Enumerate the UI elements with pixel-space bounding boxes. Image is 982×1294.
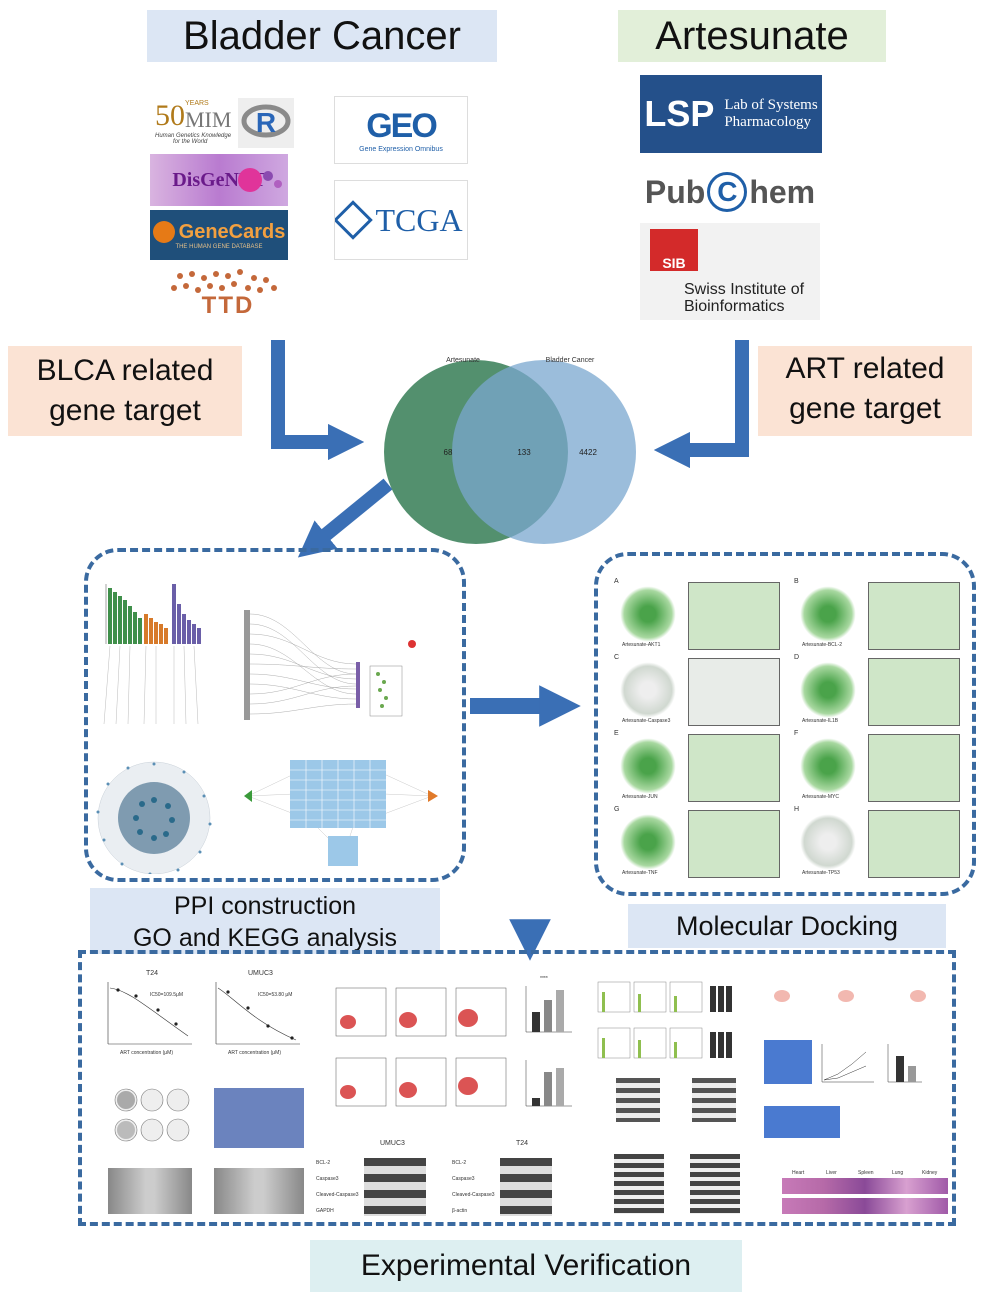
docking-zoom-c [688,658,780,726]
docking-cell-g: G Artesunate-TNF [612,806,782,880]
experiment-panel [78,950,956,1226]
cell-cycle-histograms [597,981,732,1059]
pathway-westerns [590,1148,750,1216]
protein-ribbon-a [620,586,676,642]
docking-cell-f: F Artesunate-MYC [792,730,962,804]
colony-dishes [114,1088,190,1142]
western-t24: T24 BCL-2 Caspase3 Cleaved-Caspase3 β-ac… [450,1140,580,1218]
ppi-network [96,761,212,874]
docking-zoom-d [868,658,960,726]
mice-photo [764,1040,812,1084]
wb-bands-umuc3 [364,1158,426,1216]
venn-right-label: Bladder Cancer [546,357,595,364]
western-umuc3: UMUC3 BCL-2 Caspase3 Cleaved-Caspase3 GA… [314,1140,454,1218]
docking-cell-h: H Artesunate-TP53 [792,806,962,880]
mouse-timeline [770,982,940,1012]
art-target-label: ART related gene target [758,346,972,436]
disgenet-logo: DisGeNET [150,154,288,206]
blca-target-label: BLCA related gene target [8,346,242,436]
protein-ribbon-d [800,662,856,718]
geo-logo: GEO Gene Expression Omnibus [334,96,468,164]
venn-diagram: Artesunate Bladder Cancer 68 133 4422 [384,357,636,544]
docking-cell-e: E Artesunate-JUN [612,730,782,804]
protein-ribbon-c [620,662,676,718]
flow-cytometry [330,980,510,1112]
venn-bladder-circle [452,360,636,544]
tumor-photo [764,1106,840,1138]
ttd-dots-icon [171,269,277,293]
venn-right-count: 4422 [579,448,597,457]
molecular-docking-label: Molecular Docking [628,904,946,948]
go-bar-chart [103,584,201,725]
disgenet-dots-icon [238,168,282,192]
wb-bands-t24 [500,1158,552,1216]
protein-ribbon-e [620,738,676,794]
docking-zoom-h [868,810,960,878]
r-ellipse-icon [241,104,291,138]
lsp-logo: LSP Lab of Systems Pharmacology [640,75,822,153]
venn-overlap-count: 133 [517,448,531,457]
docking-zoom-g [688,810,780,878]
apoptosis-bar-chart [525,986,572,1107]
right-elbow-arrow [653,340,749,469]
omim-logo: 50 YEARS MIM Human Genetics Knowledge fo… [155,99,232,145]
viability-plots [107,982,300,1045]
colony-assay [96,1084,192,1148]
pubchem-logo: Pub C hem [640,168,820,216]
genecards-icon [152,221,175,243]
ttd-logo: TTD [160,266,296,320]
cycle-westerns [594,1074,744,1124]
venn-left-count: 68 [444,448,453,457]
bladder-cancer-title: Bladder Cancer [147,10,497,62]
venn-left-label: Artesunate [446,357,480,364]
drug-target-network [244,760,438,866]
docking-zoom-f [868,734,960,802]
docking-cell-a: A Artesunate-AKT1 [612,578,782,652]
artesunate-title: Artesunate [618,10,886,62]
docking-zoom-b [868,582,960,650]
protein-ribbon-f [800,738,856,794]
left-elbow-arrow [271,340,365,461]
protein-ribbon-b [800,586,856,642]
protein-ribbon-g [620,814,676,870]
in-vivo-panel: Heart Liver Spleen Lung Kidney [760,974,950,1218]
cell-cycle-panel [588,974,748,1066]
protein-ribbon-h [800,814,856,870]
docking-grid: A Artesunate-AKT1 B Artesunate-BCL-2 C A… [612,578,960,878]
tumor-growth-curve [821,1044,922,1083]
tcga-logo: TCGA [334,180,468,260]
molecular-docking-panel [594,552,976,896]
he-staining: Heart Liver Spleen Lung Kidney [782,1170,948,1216]
transwell-assay [214,1088,304,1148]
docking-zoom-a [688,582,780,650]
wound-assay-umuc3 [108,1168,192,1214]
docking-cell-c: C Artesunate-Caspase3 [612,654,782,728]
ppi-figures [96,584,438,874]
r-logo: R [238,98,294,148]
viability-curves: T24 UMUC3 IC50=109.5μM IC50=53.80 μM ART… [88,970,306,1062]
kegg-sankey [244,610,416,720]
experimental-verification-label: Experimental Verification [310,1240,742,1292]
flow-plots [335,987,507,1107]
docking-cell-b: B Artesunate-BCL-2 [792,578,962,652]
apoptosis-bars: **** [514,976,574,1116]
sib-logo: SIB Swiss Institute of Bioinformatics [640,223,820,320]
genecards-logo: GeneCards THE HUMAN GENE DATABASE [150,210,288,260]
docking-cell-d: D Artesunate-IL1B [792,654,962,728]
docking-zoom-e [688,734,780,802]
diagonal-arrow [297,478,393,558]
ppi-analysis-label: PPI construction GO and KEGG analysis [90,888,440,954]
ppi-go-kegg-panel [84,548,466,882]
wound-assay-t24 [214,1168,304,1214]
